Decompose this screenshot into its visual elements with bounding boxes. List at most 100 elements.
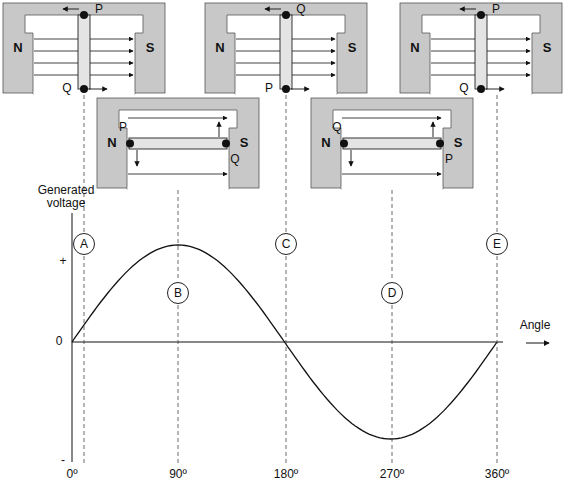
guide-line xyxy=(497,256,498,464)
axis-title: Angle xyxy=(520,319,551,332)
voltage-graph xyxy=(72,213,549,462)
coil-end-dot xyxy=(282,11,290,19)
coil-end-dot xyxy=(340,140,348,148)
motion-arrow xyxy=(351,150,352,166)
motion-arrow xyxy=(265,9,281,10)
position-letter: E xyxy=(493,238,501,250)
motion-arrow xyxy=(63,9,79,10)
position-circle: C xyxy=(275,233,297,255)
sine-wave xyxy=(72,245,497,439)
angle-tick: 360º xyxy=(485,468,509,481)
coil-end-label: Q xyxy=(62,82,71,95)
motion-arrow xyxy=(460,9,476,10)
south-pole-label: S xyxy=(454,136,463,150)
magnet-group xyxy=(3,3,562,190)
axis-value: - xyxy=(61,454,65,467)
magnet xyxy=(3,3,165,95)
guide-line xyxy=(178,305,179,464)
coil-end-label: P xyxy=(119,121,127,134)
motion-arrow xyxy=(219,122,220,137)
coil-end-dot xyxy=(126,140,134,148)
coil-end-label: P xyxy=(265,82,273,95)
magnet-body xyxy=(311,98,473,188)
guide-line xyxy=(84,95,85,232)
position-letter: A xyxy=(80,238,88,250)
position-circle: D xyxy=(381,282,403,304)
coil xyxy=(343,138,441,149)
coil-end-label: P xyxy=(445,153,453,166)
dashed-guides xyxy=(84,95,497,464)
magnet xyxy=(311,98,473,190)
magnet-body xyxy=(3,3,165,93)
guide-line xyxy=(392,190,393,281)
south-pole-label: S xyxy=(348,41,357,55)
north-pole-label: N xyxy=(410,41,419,55)
field-line xyxy=(128,174,227,175)
coil xyxy=(129,138,227,149)
gap-opening xyxy=(342,187,443,190)
coil-end-dot xyxy=(80,85,88,93)
north-pole-label: N xyxy=(215,41,224,55)
coil-end-label: Q xyxy=(459,82,468,95)
coil-end-dot xyxy=(436,140,444,148)
magnet xyxy=(205,3,367,95)
north-pole-label: N xyxy=(107,136,116,150)
coil-end-dot xyxy=(282,85,290,93)
angle-tick: 0º xyxy=(66,468,77,481)
coil-end-label: P xyxy=(95,3,103,16)
coil-end-label: Q xyxy=(296,3,305,16)
magnet-body xyxy=(97,98,259,188)
position-letter: B xyxy=(174,287,182,299)
south-pole-label: S xyxy=(543,41,552,55)
motion-arrow xyxy=(486,89,504,90)
coil xyxy=(78,15,90,89)
magnet-body xyxy=(205,3,367,93)
motion-arrow xyxy=(291,89,309,90)
angle-tick: 270º xyxy=(380,468,404,481)
guide-line xyxy=(392,305,393,464)
position-letter: D xyxy=(388,287,397,299)
position-letter: C xyxy=(282,238,291,250)
magnet-gap xyxy=(119,110,237,189)
south-pole-label: S xyxy=(240,136,249,150)
y-axis xyxy=(72,213,73,462)
angle-tick: 180º xyxy=(274,468,298,481)
coil-end-label: Q xyxy=(332,121,341,134)
magnet-gap xyxy=(333,110,451,189)
axis-value: + xyxy=(59,255,66,268)
coil-end-dot xyxy=(222,140,230,148)
coil xyxy=(280,15,292,89)
motion-arrow xyxy=(89,89,107,90)
guide-line xyxy=(286,256,287,464)
field-line xyxy=(342,118,441,119)
position-circle: A xyxy=(73,233,95,255)
coil xyxy=(475,15,487,89)
guide-line xyxy=(286,95,287,232)
magnet-body xyxy=(400,3,562,93)
axis-value: 0 xyxy=(56,335,63,348)
magnet xyxy=(400,3,562,95)
axis-title: Generated voltage xyxy=(35,184,97,210)
south-pole-label: S xyxy=(146,41,155,55)
magnet-gap xyxy=(227,15,345,94)
coil-end-label: P xyxy=(492,3,500,16)
guide-line xyxy=(497,95,498,232)
coil-end-dot xyxy=(477,85,485,93)
coil-end-label: Q xyxy=(230,153,239,166)
magnet-gap xyxy=(422,15,540,94)
angle-tick: 90º xyxy=(169,468,187,481)
position-circle: B xyxy=(167,282,189,304)
north-pole-label: N xyxy=(321,136,330,150)
motion-arrow xyxy=(433,122,434,137)
magnet-gap xyxy=(25,15,143,94)
zero-line xyxy=(72,342,503,343)
north-pole-label: N xyxy=(13,41,22,55)
guide-line xyxy=(178,190,179,281)
coil-end-dot xyxy=(477,11,485,19)
position-circle: E xyxy=(486,233,508,255)
guide-line xyxy=(84,256,85,464)
magnet xyxy=(97,98,259,190)
angle-arrow xyxy=(526,343,549,344)
motion-arrow xyxy=(137,150,138,166)
